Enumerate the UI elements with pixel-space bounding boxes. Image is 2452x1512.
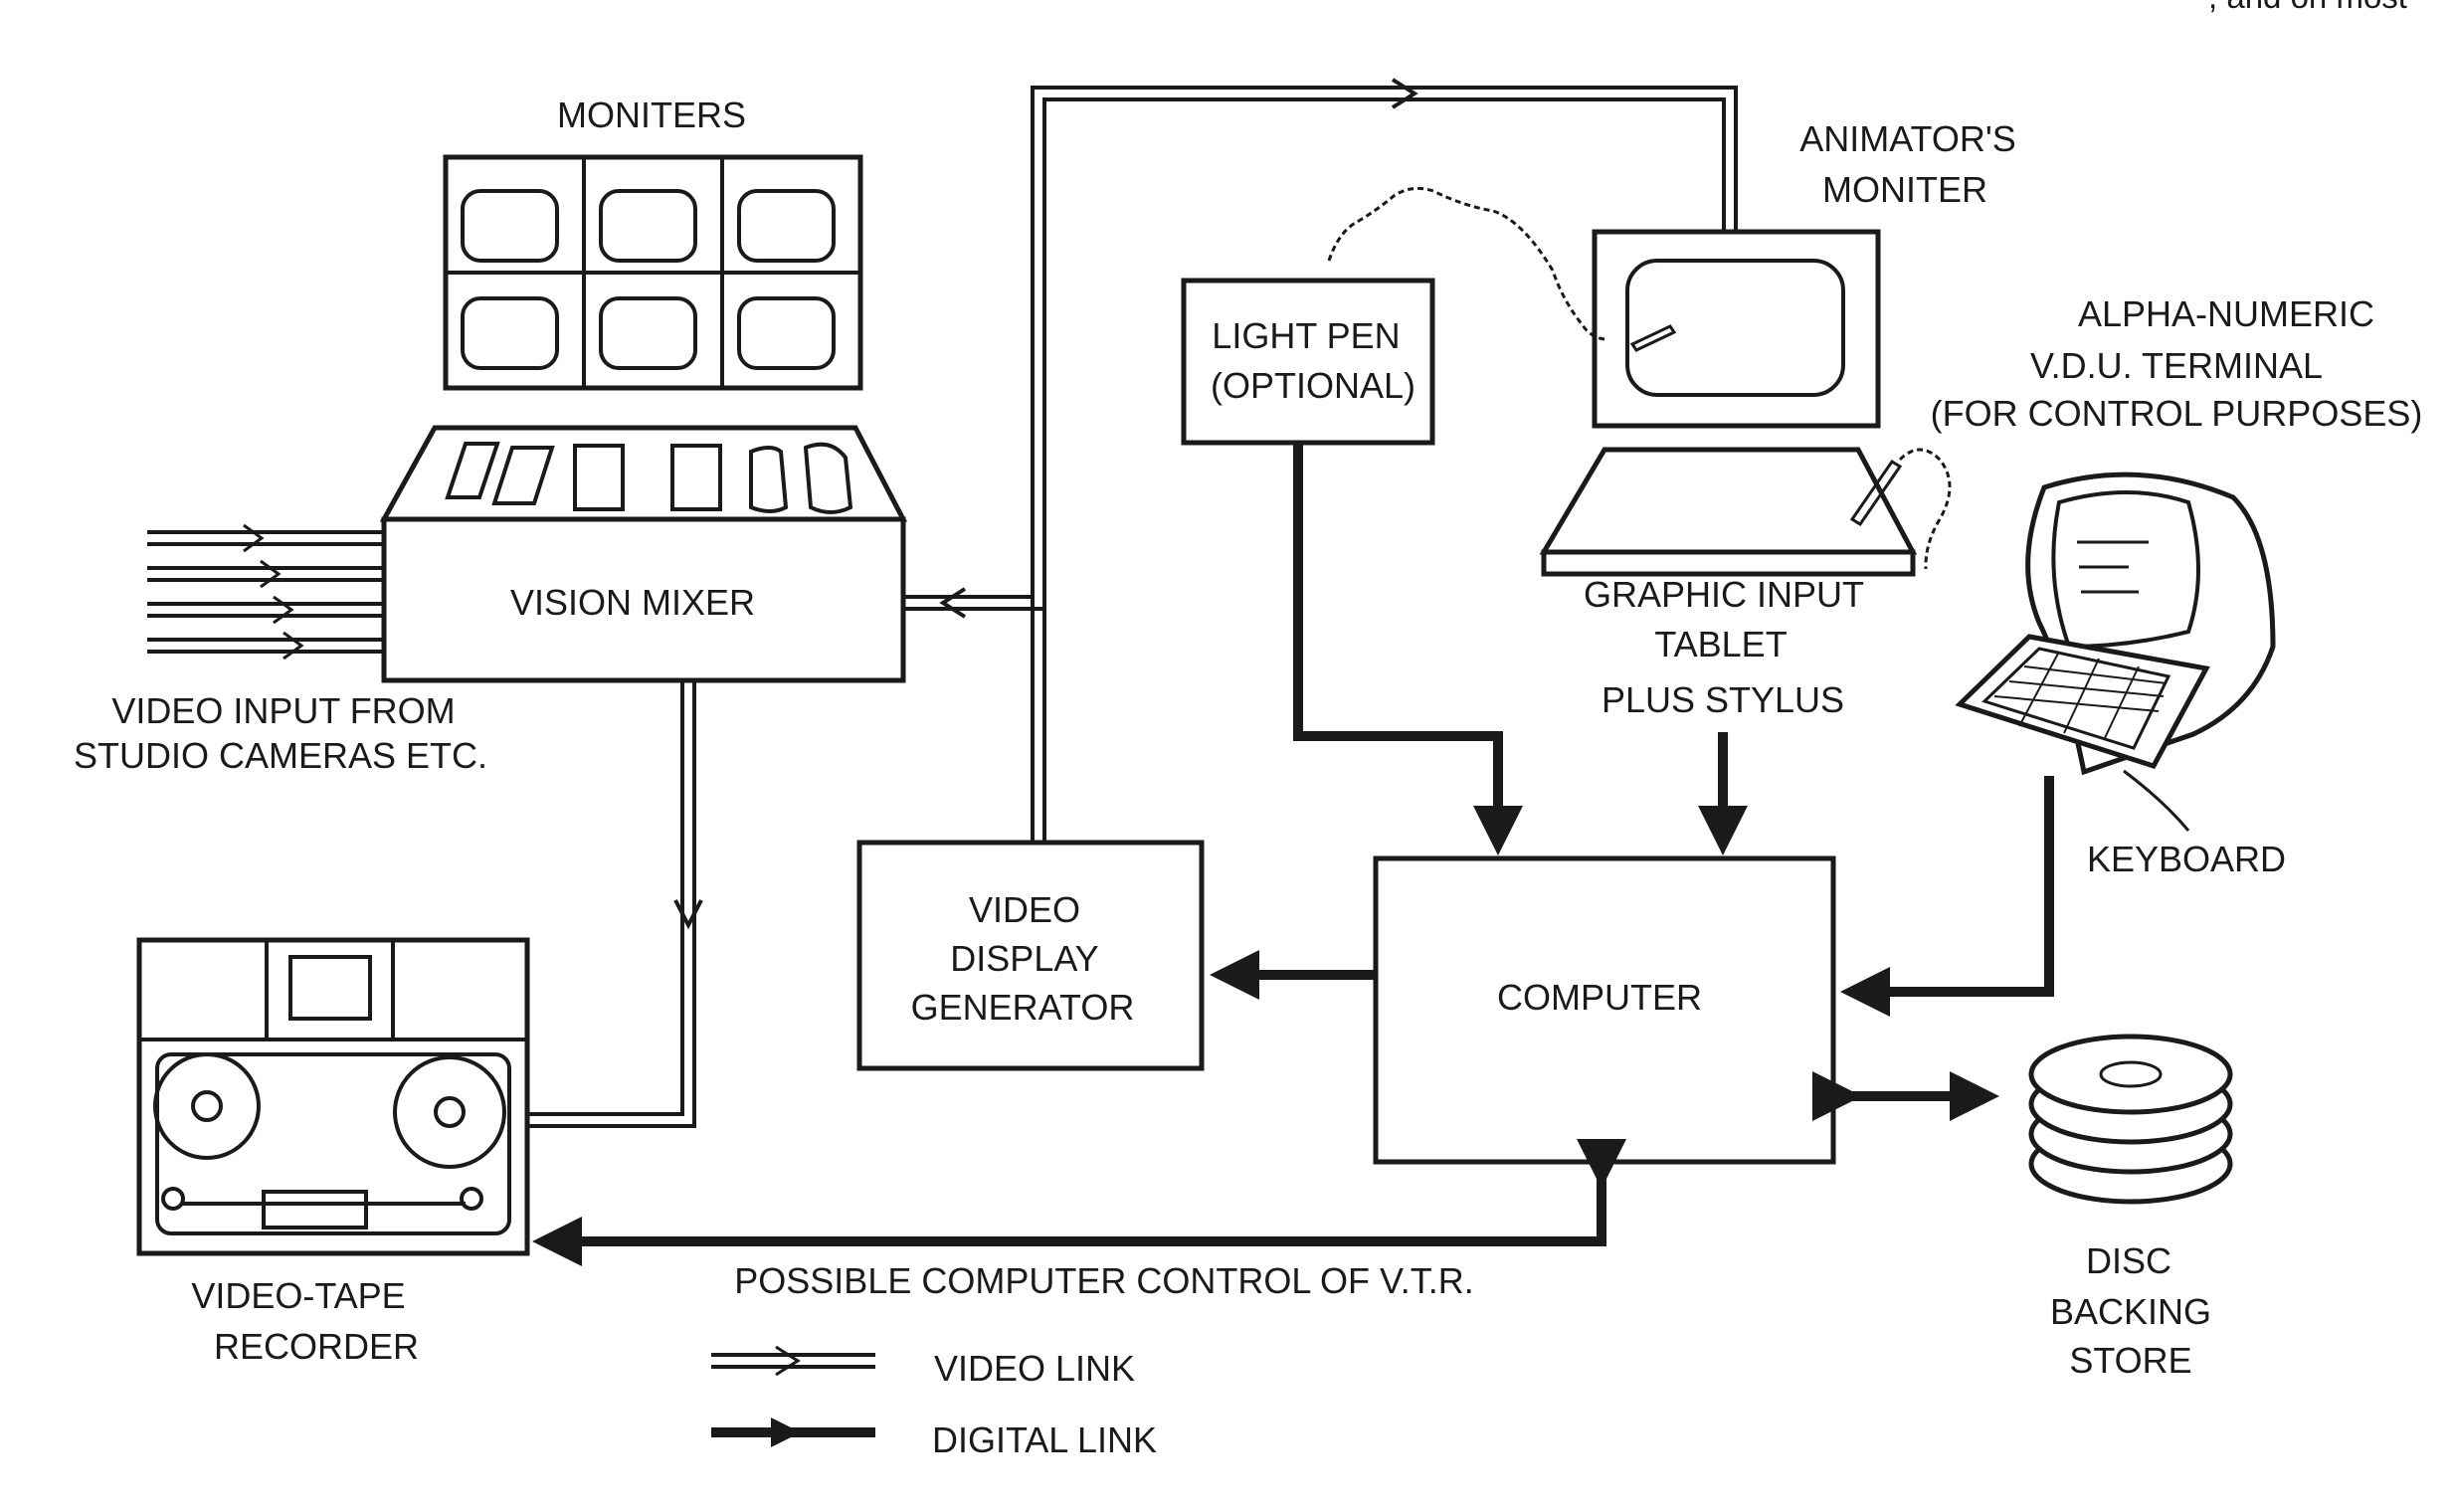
keyboard-label: KEYBOARD <box>2087 839 2286 879</box>
vdu-terminal <box>1955 472 2276 776</box>
legend-digital-link: DIGITAL LINK <box>932 1419 1157 1460</box>
graphic-input-label-2: TABLET <box>1654 624 1787 664</box>
vdu-label-3: (FOR CONTROL PURPOSES) <box>1931 393 2423 434</box>
disc-label-2: BACKING <box>2050 1291 2211 1332</box>
vision-mixer <box>379 425 908 683</box>
graphic-input-tablet <box>1539 447 1952 577</box>
video-link-vdg-to-animator-monitor <box>1031 78 1738 841</box>
video-input-label-1: VIDEO INPUT FROM <box>111 690 455 731</box>
legend-video-link: VIDEO LINK <box>934 1348 1135 1389</box>
digital-links <box>532 443 2054 1266</box>
disc-label-1: DISC <box>2086 1240 2171 1281</box>
keyboard-pointer <box>2123 769 2190 832</box>
disc-backing-store <box>2028 1034 2233 1205</box>
corner-text: , and on most <box>2208 0 2407 15</box>
vdu-label-1: ALPHA-NUMERIC <box>2078 293 2374 334</box>
video-input-label-2: STUDIO CAMERAS ETC. <box>74 735 487 776</box>
moniters-label: MONITERS <box>557 94 746 135</box>
vtr-label-2: RECORDER <box>214 1326 419 1367</box>
animators-monitor <box>1327 186 1881 429</box>
graphic-input-label-1: GRAPHIC INPUT <box>1584 574 1864 615</box>
vdu-label-2: V.D.U. TERMINAL <box>2030 345 2323 386</box>
legend <box>711 1345 875 1447</box>
vtr-label-1: VIDEO-TAPE <box>191 1275 405 1316</box>
light-pen <box>1181 278 1435 446</box>
video-input-links <box>147 523 384 661</box>
animators-monitor-label-1: ANIMATOR'S <box>1799 118 2016 159</box>
monitor-bank <box>443 154 863 391</box>
video-link-vdg-to-mixer <box>903 587 1044 619</box>
video-display-generator <box>856 840 1205 1071</box>
vdg-label-2: DISPLAY <box>950 938 1098 979</box>
graphic-input-label-3: PLUS STYLUS <box>1602 679 1844 720</box>
video-link-mixer-to-vtr <box>527 680 703 1128</box>
video-tape-recorder <box>136 937 530 1256</box>
vdg-label-3: GENERATOR <box>911 987 1135 1028</box>
vision-mixer-label: VISION MIXER <box>510 582 755 623</box>
disc-label-3: STORE <box>2069 1340 2191 1381</box>
computer-label: COMPUTER <box>1497 977 1702 1018</box>
computer <box>1373 855 1836 1165</box>
vtr-control-label: POSSIBLE COMPUTER CONTROL OF V.T.R. <box>734 1260 1473 1301</box>
animators-monitor-label-2: MONITER <box>1822 169 1987 210</box>
vdg-label-1: VIDEO <box>969 889 1080 930</box>
light-pen-label-1: LIGHT PEN <box>1212 315 1400 356</box>
light-pen-label-2: (OPTIONAL) <box>1211 365 1415 406</box>
